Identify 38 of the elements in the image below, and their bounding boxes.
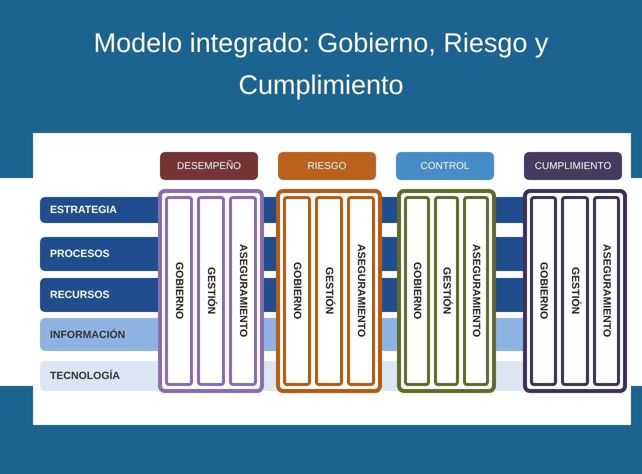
row-band: TECNOLOGÍA <box>40 361 158 391</box>
column-label: ASEGURAMIENTO <box>470 244 482 338</box>
column-label: GESTIÓN <box>568 267 581 315</box>
column-label: ASEGURAMIENTO <box>600 244 612 338</box>
column-label: GESTIÓN <box>323 267 335 315</box>
column-box <box>315 196 343 386</box>
group-frame <box>276 189 382 393</box>
column-label: GOBIERNO <box>410 262 423 320</box>
column-box <box>347 196 375 386</box>
column-box <box>434 196 460 386</box>
column-label: ASEGURAMIENTO <box>355 244 367 338</box>
row-band: INFORMACIÓN <box>40 318 158 351</box>
column-box <box>404 196 430 386</box>
column-box <box>463 196 490 386</box>
column-box <box>283 196 311 386</box>
header-box: RIESGO <box>278 152 376 180</box>
row-band: RECURSOS <box>40 278 158 312</box>
row-band: PROCESOS <box>40 237 158 271</box>
column-label: GOBIERNO <box>538 262 550 320</box>
column-box <box>592 196 620 386</box>
row-band: ESTRATEGIA <box>40 197 158 223</box>
column-box <box>229 196 257 386</box>
column-box <box>165 196 193 386</box>
column-label: GOBIERNO <box>173 262 185 320</box>
column-label: GOBIERNO <box>291 262 303 320</box>
title: Modelo integrado: Gobierno, Riesgo y Cumplimiento <box>92 27 550 102</box>
column-box <box>530 196 558 386</box>
column-label: GESTIÓN <box>205 267 217 315</box>
header-box: CUMPLIMIENTO <box>524 152 622 180</box>
column-box <box>561 196 589 386</box>
group-frame <box>397 189 496 393</box>
group-frame <box>158 189 264 393</box>
group-frame <box>523 189 627 393</box>
column-label: ASEGURAMIENTO <box>237 244 249 338</box>
header-box: DESEMPEÑO <box>160 152 258 180</box>
column-label: GESTIÓN <box>440 267 452 315</box>
column-box <box>197 196 225 386</box>
header-box: CONTROL <box>396 152 494 180</box>
